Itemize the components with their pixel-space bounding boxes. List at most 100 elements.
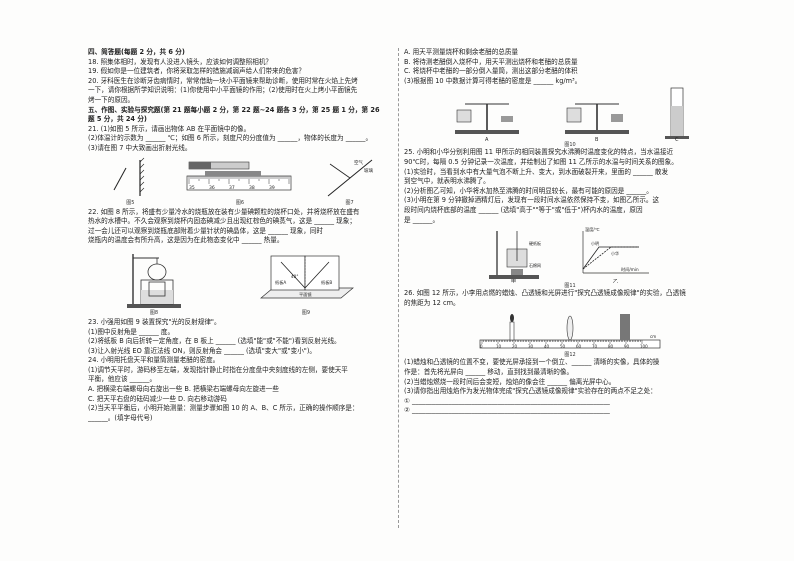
figure-12-caption: 图12	[564, 352, 576, 359]
question-text-line: 24. 小明用托盘天平和量筒测量老醋的密度。	[88, 356, 220, 365]
question-text-line: 段时间内烧杯底部的温度 ______ (选填"高于""等于"或"低于")杯内水的…	[404, 205, 643, 214]
figure-9-label-mirror: 平面镜	[299, 291, 312, 298]
figures-8-9: 图8 纸板A 纸板B 平面镜 40° 图9	[88, 248, 392, 316]
figure-10-label-c: C	[675, 137, 679, 142]
figure-9-label-board-a: 纸板A	[275, 279, 286, 286]
figure-8: 图8	[119, 248, 189, 316]
figure-11-label-gauze: 石棉网	[529, 262, 541, 268]
question-text-line: B. 将待测老醋倒入烧杯中，用天平测出烧杯和老醋的总质量	[404, 57, 578, 66]
question-text-line: 烤一下的原因。	[88, 95, 135, 104]
question-text-line: C. 把天平右盘的砝码减少一些 D. 向右移动游码	[88, 394, 227, 403]
question-text-line: 到空气中，就表明水沸腾了。	[404, 177, 490, 186]
question-text-line: (3)根据图 10 中数据计算可得老醋的密度是 ______ kg/m³。	[404, 76, 582, 85]
question-text-line: 平衡，他应该 ______。	[88, 375, 157, 384]
question-text-line: 22. 如图 8 所示，将盛有少量冷水的烧瓶放在装有少量碘颗粒的烧杯口处，并将烧…	[88, 207, 360, 216]
ruler-tick-label: 39	[269, 185, 275, 191]
question-text-line: (1)图中反射角是 ______ 度。	[88, 327, 175, 336]
bench-tick-label: 40	[544, 344, 550, 349]
figure-11-caption: 图11	[564, 283, 576, 290]
ruler-tick-label: 37	[229, 185, 235, 191]
bench-tick-label: 10	[496, 344, 502, 349]
figure-5: 图5	[100, 156, 160, 206]
figure-10-caption: 图10	[564, 142, 576, 149]
figure-9-label-angle: 40°	[291, 274, 298, 279]
left-bottom-text: 23. 小强用如图 9 装置探究"光的反射规律"。 (1)图中反射角是 ____…	[88, 318, 392, 424]
ruler-tick-label: 38	[249, 185, 255, 191]
question-text-line: 25. 小明和小华分别利用图 11 甲所示的相同装置探究水沸腾时温度变化的特点，…	[404, 148, 674, 157]
figure-12-unit: cm	[650, 334, 656, 339]
question-text-line: (2)当蜡烛燃烧一段时间后会变短，烛焰的像会往 ______ 偏离光屏中心。	[404, 377, 616, 386]
figure-7-caption: 图7	[345, 199, 354, 206]
question-text-line: 四、简答题(每题 2 分，共 6 分)	[88, 48, 185, 56]
right-bottom-text: (1)蜡烛和凸透镜的位置不变，要使光屏承接到一个倒立、______ 清晰的实像，…	[404, 358, 736, 416]
column-divider	[398, 48, 399, 528]
figure-9-caption: 图9	[301, 309, 311, 316]
ruler-tick-label: 35	[189, 185, 195, 191]
right-q26-text: 26. 如图 12 所示，小李用点燃的蜡烛、凸透镜和光屏进行"探究凸透镜成像规律…	[404, 289, 736, 308]
question-text-line: ① ______________________________________…	[404, 396, 610, 405]
bench-tick-label: 0	[480, 344, 483, 349]
question-text-line: 热水的水槽中。不久会观察到烧杯内固态碘减少且出现红棕色的碘蒸气，这是 _____…	[88, 217, 356, 226]
figure-5-caption: 图5	[126, 199, 135, 206]
question-text-line: C. 将烧杯中老醋的一部分倒入量筒，测出这部分老醋的体积	[404, 67, 578, 76]
question-text-line: ② ______________________________________…	[404, 406, 610, 415]
left-column: 四、简答题(每题 2 分，共 6 分)18. 照集体相时，发现有人没进入镜头，应…	[88, 48, 392, 423]
question-text-line: A. 把横梁右端螺母向右旋出一些 B. 把横梁右端螺母向左旋进一些	[88, 385, 279, 394]
question-text-line: (1)实验时，当看到水中有大量气泡不断上升、变大，到水面破裂开来，里面的 ___…	[404, 167, 669, 176]
question-text-line: 20. 牙科医生在诊断牙齿病情时，常常借助一块小平面镜来帮助诊断，使用时常在火焰…	[88, 76, 358, 85]
figure-11: 甲 乙 温度/℃ 时间/min 小明 小华 石棉网 硬纸板 图11	[404, 225, 736, 289]
question-text-line: (3)小明在第 9 分钟撤掉酒精灯后，发现有一段时间水温依然保持不变，如图乙所示…	[404, 196, 660, 205]
figure-10: A B C 图10	[404, 86, 736, 148]
question-text-line: 一下，请你根据所学知识说明：(1)你使用中小平面镜的作用；(2)使用时在火上烤小…	[88, 86, 358, 95]
question-text-line: 的焦距为 12 cm。	[404, 298, 460, 307]
question-text-line: 过一会儿还可以观察到烧瓶底部附着少量针状的碘晶体，这是 ______ 现象，同时	[88, 226, 323, 235]
bench-tick-label: 90	[624, 344, 630, 349]
figure-9-label-board-b: 纸板B	[321, 279, 332, 286]
figure-11-label-jia: 甲	[511, 279, 516, 283]
figure-11-series-xiaoming: 小明	[591, 240, 599, 246]
question-text-line: (1)蜡烛和凸透镜的位置不变，要使光屏承接到一个倒立、______ 清晰的实像，…	[404, 358, 660, 367]
left-mid-text: 22. 如图 8 所示，将盛有少量冷水的烧瓶放在装有少量碘颗粒的烧杯口处，并将烧…	[88, 208, 392, 246]
ruler-tick-label: 36	[209, 185, 215, 191]
right-top-text: A. 用天平测量烧杯和剩余老醋的总质量 B. 将待测老醋倒入烧杯中，用天平测出烧…	[404, 48, 736, 86]
question-text-line: 是 ______。	[404, 215, 440, 224]
question-text-line: 作是：首先将光屏向 ______ 移动，直到找到最清晰的像。	[404, 367, 574, 376]
question-text-line: ______。(填字母代号)	[88, 413, 153, 422]
bench-tick-label: 50	[560, 344, 566, 349]
question-text-line: 五、作图、实验与探究题(第 21 题每小题 2 分，第 22 题~24 题各 3…	[88, 105, 380, 114]
question-text-line: 26. 如图 12 所示，小李用点燃的蜡烛、凸透镜和光屏进行"探究凸透镜成像规律…	[404, 289, 686, 298]
figure-11-label-yi: 乙	[613, 278, 618, 283]
left-top-text: 四、简答题(每题 2 分，共 6 分)18. 照集体相时，发现有人没进入镜头，应…	[88, 48, 392, 154]
question-text-line: 18. 照集体相时，发现有人没进入镜头，应该如何调整照相机？	[88, 57, 273, 66]
question-text-line: 21. (1)如图 5 所示，请画出物体 AB 在平面镜中的像。	[88, 124, 251, 133]
bench-tick-label: 20	[512, 344, 518, 349]
question-text-line: 题 5 分，共 24 分)	[88, 115, 147, 124]
question-text-line: 23. 小强用如图 9 装置探究"光的反射规律"。	[88, 317, 221, 326]
question-text-line: (2)体温计的示数为 ______ ℃；如图 6 所示，刻度尺的分度值为 ___…	[88, 134, 373, 143]
figure-7-label-glass: 玻璃	[364, 167, 373, 174]
right-column: A. 用天平测量烧杯和剩余老醋的总质量 B. 将待测老醋倒入烧杯中，用天平测出烧…	[404, 48, 736, 416]
figure-9: 纸板A 纸板B 平面镜 40° 图9	[251, 248, 361, 316]
figure-11-label-card: 硬纸板	[529, 240, 541, 246]
right-mid-text: 25. 小明和小华分别利用图 11 甲所示的相同装置探究水沸腾时温度变化的特点，…	[404, 148, 736, 225]
question-text-line: (2)分析图乙可知，小华将水加热至沸腾的时间明显较长，最有可能的原因是 ____…	[404, 186, 653, 195]
figure-8-caption: 图8	[149, 309, 159, 316]
question-text-line: A. 用天平测量烧杯和剩余老醋的总质量	[404, 48, 519, 56]
figure-6-caption: 图6	[235, 199, 245, 206]
question-text-line: 90℃时，每隔 0.5 分钟记录一次温度，并绘制出了如图 11 乙所示的水温与时…	[404, 157, 678, 166]
figure-10-label-a: A	[485, 137, 489, 142]
question-text-line: (2)将纸板 B 向后折转一定角度，在 B 板上 ______ (选填"能"或"…	[88, 337, 341, 346]
figure-10-label-b: B	[595, 137, 599, 142]
question-text-line: (3)请在图 7 中大致画出折射光线。	[88, 143, 192, 152]
figure-7: 空气 玻璃 图7	[320, 156, 380, 206]
bench-tick-label: 60	[576, 344, 582, 349]
question-text-line: 烧瓶内的温度会有所升高，这是因为在此物态变化中 ______ 热量。	[88, 236, 284, 245]
bench-tick-label: 100	[640, 344, 648, 349]
figure-11-axis-temp: 温度/℃	[585, 226, 600, 233]
question-text-line: (2)当天平平衡后，小明开始测量：测量步骤如图 10 的 A、B、C 所示，正确…	[88, 404, 359, 413]
question-text-line: 19. 假如你是一位建筑者，你将采取怎样的措施减弱声给人们带来的危害？	[88, 67, 305, 76]
question-text-line: (1)调节天平时，游码移至左端，发现指针静止时指在分度盘中央刻度线的左侧，要使天…	[88, 365, 348, 374]
